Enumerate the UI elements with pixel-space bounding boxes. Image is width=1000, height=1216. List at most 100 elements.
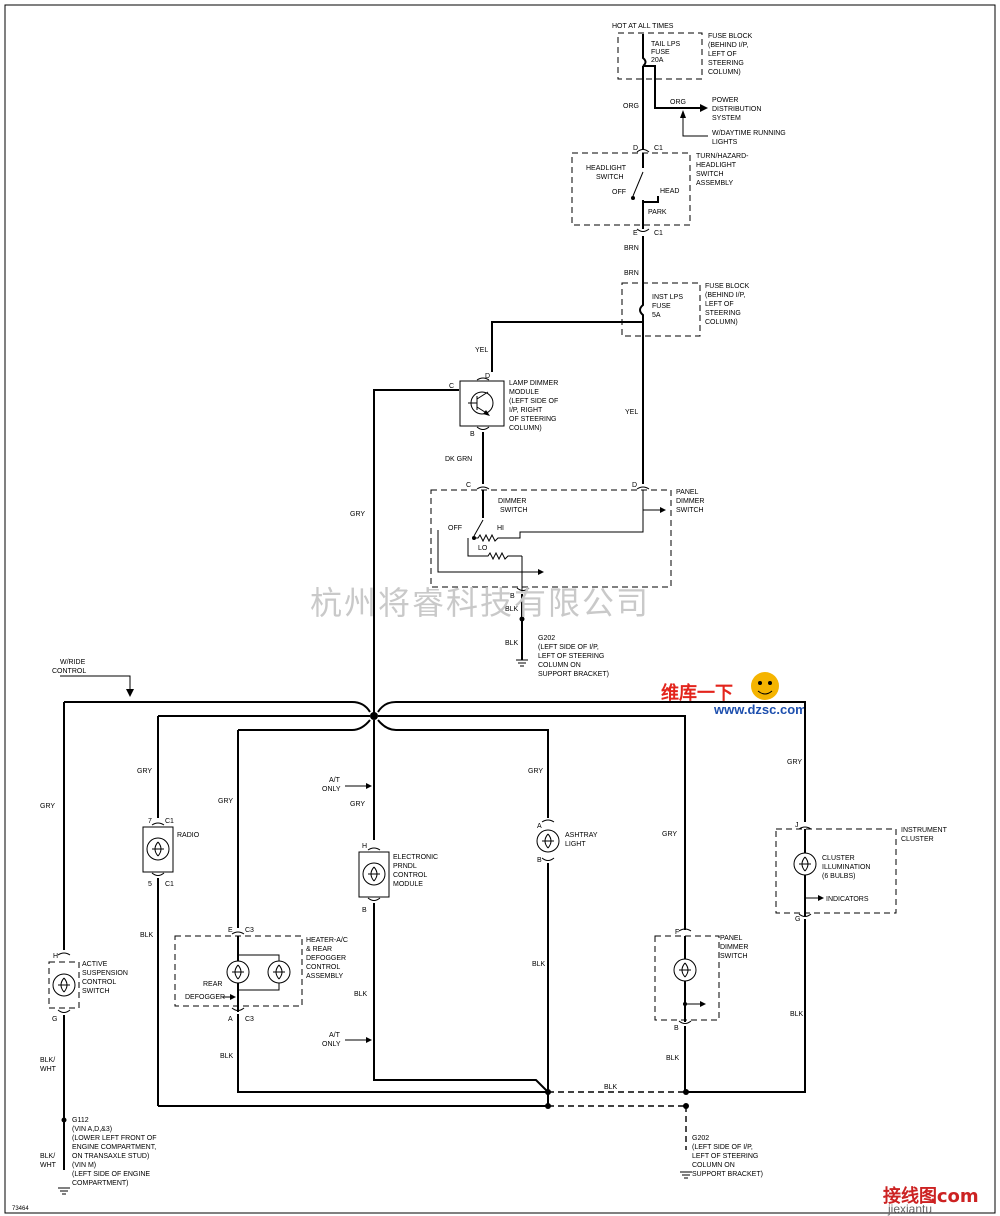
wire-label-gry-ecm: GRY: [350, 801, 365, 808]
svg-text:(BEHIND I/P,: (BEHIND I/P,: [708, 42, 748, 49]
svg-text:SWITCH: SWITCH: [720, 953, 748, 960]
svg-text:(BEHIND I/P,: (BEHIND I/P,: [705, 292, 745, 299]
wire-label-gry-ashtray: GRY: [528, 768, 543, 775]
svg-text:A: A: [228, 1016, 233, 1023]
svg-text:STEERING: STEERING: [705, 310, 741, 317]
svg-text:OFF: OFF: [448, 525, 462, 532]
svg-text:MODULE: MODULE: [393, 881, 423, 888]
svg-text:(LEFT SIDE OF ENGINE: (LEFT SIDE OF ENGINE: [72, 1171, 150, 1178]
wire-yel-to-lamp-dimmer: [491, 321, 643, 372]
svg-text:SWITCH: SWITCH: [676, 507, 704, 514]
at-only-2-a: A/T: [329, 1032, 341, 1039]
svg-text:20A: 20A: [651, 57, 664, 64]
svg-text:HEATER-A/C: HEATER-A/C: [306, 937, 348, 944]
svg-text:COLUMN ON: COLUMN ON: [692, 1162, 735, 1169]
ground-g202-top-label: G202 (LEFT SIDE OF I/P, LEFT OF STEERING…: [538, 635, 609, 678]
svg-text:C1: C1: [654, 230, 663, 237]
svg-text:LEFT OF: LEFT OF: [705, 301, 734, 308]
drl-leader: [682, 112, 708, 137]
pds-label-1: POWER: [712, 97, 738, 104]
svg-text:G202: G202: [538, 635, 555, 642]
page-frame: [4, 4, 996, 1214]
svg-text:INDICATORS: INDICATORS: [826, 896, 869, 903]
svg-text:TURN/HAZARD-: TURN/HAZARD-: [696, 153, 749, 160]
svg-text:5A: 5A: [652, 312, 661, 319]
panel-dimmer-switch-top: C D DIMMER SWITCH OFF HI LO PANEL DIMMER…: [430, 482, 704, 600]
svg-text:HEADLIGHT: HEADLIGHT: [696, 162, 737, 169]
svg-text:A: A: [537, 823, 542, 830]
svg-text:REAR: REAR: [203, 981, 222, 988]
dzsc-logo: 维库一下 www.dzsc.com: [661, 672, 807, 717]
svg-text:B: B: [537, 857, 542, 864]
wire-label-blk-ashtray: BLK: [532, 961, 546, 968]
svg-text:SUPPORT BRACKET): SUPPORT BRACKET): [538, 671, 609, 678]
svg-text:DEFOGGER: DEFOGGER: [185, 994, 225, 1001]
wire-label-blk-cluster: BLK: [790, 1011, 804, 1018]
junction-panel-top: [683, 1089, 689, 1095]
svg-text:TAIL LPS: TAIL LPS: [651, 41, 681, 48]
svg-text:MODULE: MODULE: [509, 389, 539, 396]
arrow-wiride: [126, 689, 134, 697]
lamp-dimmer-module: D C B LAMP DIMMER MODULE (LEFT SIDE OF I…: [449, 373, 558, 438]
wire-label-dk-grn: DK GRN: [445, 456, 472, 463]
svg-text:C3: C3: [245, 927, 254, 934]
svg-text:LIGHT: LIGHT: [565, 841, 586, 848]
wire-label-blk-wht-1a: BLK/: [40, 1057, 55, 1064]
svg-text:C1: C1: [165, 818, 174, 825]
svg-text:COMPARTMENT): COMPARTMENT): [72, 1180, 129, 1187]
at-only-1-b: ONLY: [322, 786, 341, 793]
svg-text:B: B: [470, 431, 475, 438]
svg-text:(LEFT SIDE OF I/P,: (LEFT SIDE OF I/P,: [692, 1144, 753, 1151]
svg-text:HEADLIGHT: HEADLIGHT: [586, 165, 627, 172]
svg-text:DEFOGGER: DEFOGGER: [306, 955, 346, 962]
svg-text:COLUMN): COLUMN): [705, 319, 738, 326]
svg-text:F: F: [675, 929, 679, 936]
svg-text:SWITCH: SWITCH: [696, 171, 724, 178]
pds-label-2: DISTRIBUTION: [712, 106, 761, 113]
ground-symbol-g112: [58, 1187, 70, 1195]
svg-text:HI: HI: [497, 525, 504, 532]
svg-text:LO: LO: [478, 545, 488, 552]
svg-text:SWITCH: SWITCH: [500, 507, 528, 514]
svg-text:C: C: [449, 383, 454, 390]
svg-text:G202: G202: [692, 1135, 709, 1142]
document-id: 73464: [12, 1206, 29, 1212]
svg-text:PRNDL: PRNDL: [393, 863, 417, 870]
svg-text:ELECTRONIC: ELECTRONIC: [393, 854, 438, 861]
svg-text:ASSEMBLY: ASSEMBLY: [696, 180, 734, 187]
svg-text:FUSE: FUSE: [652, 303, 671, 310]
wire-label-blk-heater: BLK: [220, 1053, 234, 1060]
wire-label-org-branch: ORG: [670, 99, 686, 106]
wire-label-blk-a: BLK: [505, 606, 519, 613]
instrument-cluster: J CLUSTER ILLUMINATION (6 BULBS) INDICAT…: [775, 822, 948, 923]
wire-label-org: ORG: [623, 103, 639, 110]
wire-bus-top-right: [377, 701, 806, 822]
svg-text:INST LPS: INST LPS: [652, 294, 683, 301]
svg-text:H: H: [362, 843, 367, 850]
wire-label-brn-1: BRN: [624, 245, 639, 252]
watermark: 杭州将睿科技有限公司: [310, 584, 650, 622]
at-only-2-b: ONLY: [322, 1041, 341, 1048]
svg-text:B: B: [510, 593, 515, 600]
svg-text:COLUMN): COLUMN): [509, 425, 542, 432]
svg-text:PANEL: PANEL: [676, 489, 699, 496]
ground-g112-label: G112 (VIN A,D,&3) (LOWER LEFT FRONT OF E…: [72, 1117, 157, 1187]
svg-text:SWITCH: SWITCH: [82, 988, 110, 995]
svg-text:HEAD: HEAD: [660, 188, 679, 195]
svg-text:PARK: PARK: [648, 209, 667, 216]
wire-bus-top-left: [64, 701, 371, 713]
svg-text:C1: C1: [165, 881, 174, 888]
wire-label-blk-radio: BLK: [140, 932, 154, 939]
svg-text:G: G: [795, 916, 800, 923]
svg-text:E: E: [633, 230, 638, 237]
svg-text:ON TRANSAXLE STUD): ON TRANSAXLE STUD): [72, 1153, 149, 1160]
electronic-prndl-module: H ELECTRONIC PRNDL CONTROL MODULE B: [358, 843, 438, 914]
arrow-at-only-2: [366, 1037, 372, 1043]
ground-symbol-g202-top: [516, 659, 528, 667]
svg-text:B: B: [674, 1025, 679, 1032]
fuse-block-inst-lps: INST LPS FUSE 5A FUSE BLOCK (BEHIND I/P,…: [621, 282, 750, 337]
wire-label-blk-b: BLK: [505, 640, 519, 647]
svg-text:LEFT OF: LEFT OF: [708, 51, 737, 58]
svg-text:CLUSTER: CLUSTER: [822, 855, 855, 862]
